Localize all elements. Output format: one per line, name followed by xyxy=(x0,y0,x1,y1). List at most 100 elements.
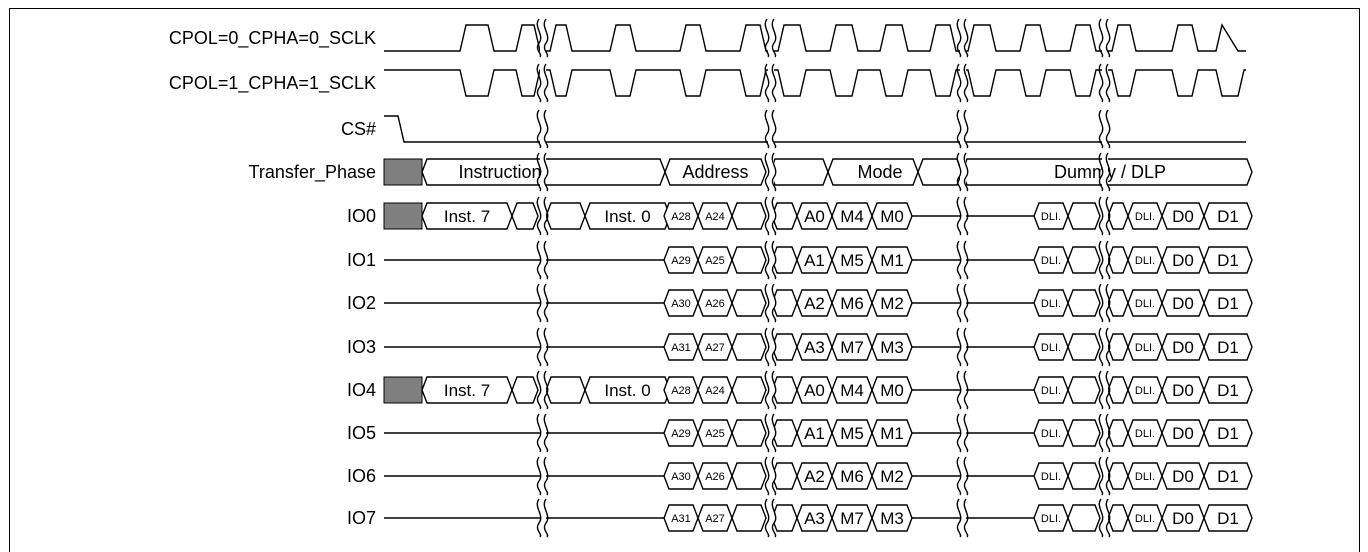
signal-label-transfer-phase: Transfer_Phase xyxy=(249,162,376,183)
dummy-gap-cell xyxy=(1107,333,1129,361)
addr-lo-cell-label: A24 xyxy=(705,385,725,397)
signal-label-cpol-1-cpha-1-sclk: CPOL=1_CPHA=1_SCLK xyxy=(169,73,376,94)
data-d1-cell-label: D1 xyxy=(1217,207,1239,226)
break-line xyxy=(1105,109,1111,149)
data-d1-cell xyxy=(1203,376,1253,404)
data-d1-cell-label: D1 xyxy=(1217,294,1239,313)
break-gap xyxy=(960,110,966,148)
addr-a-cell-label: A0 xyxy=(804,207,825,226)
break-mark xyxy=(536,498,549,538)
addr-lo-cell-label: A27 xyxy=(705,513,725,525)
break-gap xyxy=(1102,241,1108,279)
addr-a-cell-label: A2 xyxy=(804,467,825,486)
break-gap xyxy=(540,153,546,191)
dummy-gap-cell xyxy=(1107,419,1129,447)
break-gap xyxy=(540,371,546,409)
break-line xyxy=(764,327,770,367)
phase-mode-label: Mode xyxy=(857,162,902,182)
mode-hi-cell-label: M4 xyxy=(840,207,864,226)
break-mark xyxy=(1098,283,1111,323)
break-line xyxy=(1098,283,1104,323)
break-line xyxy=(764,240,770,280)
phase-address-cell xyxy=(664,158,767,186)
mode-hi-cell-label: M7 xyxy=(840,338,864,357)
break-line xyxy=(1098,152,1104,192)
break-line xyxy=(963,413,969,453)
break-gap xyxy=(1102,328,1108,366)
break-mark xyxy=(764,240,777,280)
io-idle-block xyxy=(383,376,423,404)
addr-hi-cell-label: A29 xyxy=(671,428,691,440)
addr-gap-cell xyxy=(731,202,767,230)
break-mark xyxy=(536,327,549,367)
break-gap xyxy=(768,197,774,235)
break-line xyxy=(1098,370,1104,410)
addr-hi-cell-label: A28 xyxy=(671,211,691,223)
addr-a-cell-label: A2 xyxy=(804,294,825,313)
break-line xyxy=(956,152,962,192)
break-line xyxy=(1098,327,1104,367)
dummy-dli-cell-label: DLI. xyxy=(1135,342,1155,354)
break-line xyxy=(543,456,549,496)
dummy-dli-cell-label: DLI. xyxy=(1041,471,1061,483)
break-gap xyxy=(1102,153,1108,191)
break-line xyxy=(1098,18,1104,58)
break-line xyxy=(536,283,542,323)
break-mark xyxy=(536,109,549,149)
break-line xyxy=(771,498,777,538)
break-gap xyxy=(768,284,774,322)
break-line xyxy=(771,63,777,103)
break-gap xyxy=(768,457,774,495)
break-line xyxy=(963,196,969,236)
signal-label-io6: IO6 xyxy=(347,466,376,486)
break-line xyxy=(543,152,549,192)
break-line xyxy=(536,240,542,280)
dummy-dli-cell-label: DLI. xyxy=(1041,255,1061,267)
break-gap xyxy=(960,499,966,537)
break-line xyxy=(543,196,549,236)
data-d0-cell-label: D0 xyxy=(1172,338,1194,357)
break-gap xyxy=(1102,64,1108,102)
break-line xyxy=(771,413,777,453)
break-line xyxy=(956,63,962,103)
break-line xyxy=(956,456,962,496)
dummy-gap-cell xyxy=(1067,246,1101,274)
break-line xyxy=(543,370,549,410)
break-gap xyxy=(540,19,546,57)
break-line xyxy=(536,370,542,410)
break-gap xyxy=(540,414,546,452)
break-mark xyxy=(764,413,777,453)
break-gap xyxy=(1102,197,1108,235)
dummy-gap-cell xyxy=(1107,462,1129,490)
data-d1-cell-label: D1 xyxy=(1217,381,1239,400)
dummy-dli-cell-label: DLI. xyxy=(1135,385,1155,397)
break-line xyxy=(764,370,770,410)
break-mark xyxy=(764,18,777,58)
break-gap xyxy=(1102,371,1108,409)
break-line xyxy=(963,18,969,58)
break-mark xyxy=(1098,327,1111,367)
break-gap xyxy=(1102,499,1108,537)
break-line xyxy=(771,370,777,410)
inst-7-cell-label: Inst. 7 xyxy=(444,381,490,400)
addr-a-cell-label: A1 xyxy=(804,424,825,443)
break-gap xyxy=(960,457,966,495)
break-line xyxy=(536,109,542,149)
break-mark xyxy=(1098,63,1111,103)
break-mark xyxy=(1098,413,1111,453)
addr-a-cell-label: A3 xyxy=(804,338,825,357)
cpol0-sclk-wave xyxy=(384,23,1246,52)
addr-a-cell-label: A1 xyxy=(804,251,825,270)
break-gap xyxy=(960,19,966,57)
signal-label-io3: IO3 xyxy=(347,337,376,357)
dummy-gap-cell xyxy=(1107,289,1129,317)
inst-gap-cell xyxy=(511,202,539,230)
break-line xyxy=(1098,413,1104,453)
break-line xyxy=(963,370,969,410)
break-gap xyxy=(960,284,966,322)
dummy-dli-cell-label: DLI. xyxy=(1041,385,1061,397)
break-line xyxy=(536,327,542,367)
break-gap xyxy=(540,197,546,235)
break-line xyxy=(771,327,777,367)
mode-hi-cell-label: M4 xyxy=(840,381,864,400)
